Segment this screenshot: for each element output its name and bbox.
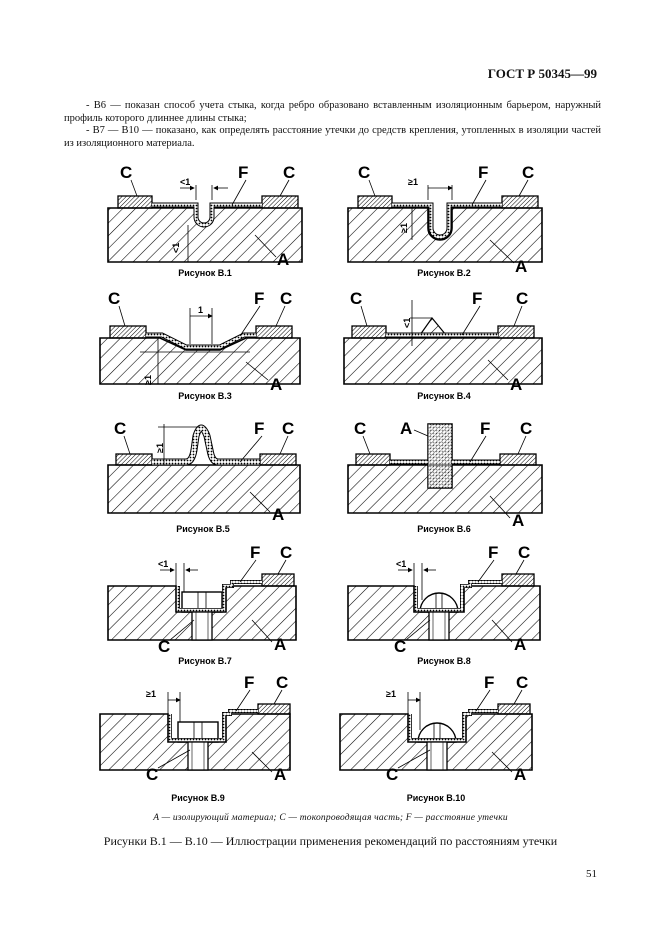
label-c: C <box>158 637 170 656</box>
label-a: A <box>514 635 526 654</box>
figure-b2: ≥1 ≥1 C F C A Рисунок В.2 <box>347 163 543 278</box>
dim-label: <1 <box>180 177 190 187</box>
label-c: C <box>394 637 406 656</box>
dim-label: <1 <box>396 559 406 569</box>
figure-caption: Рисунок В.8 <box>417 656 471 666</box>
label-c: C <box>276 673 288 692</box>
conductive-part <box>117 195 153 209</box>
label-f: F <box>472 289 482 308</box>
figure-b1: <1 <1 C F C A Рисунок В.1 <box>107 163 303 278</box>
label-f: F <box>480 419 490 438</box>
dim-label: 1 <box>198 305 203 315</box>
dim-label: <1 <box>171 243 181 253</box>
label-c: C <box>386 765 398 784</box>
label-f: F <box>254 419 264 438</box>
paragraph-b6: - В6 — показан способ учета стыка, когда… <box>64 100 601 124</box>
label-a: A <box>274 635 286 654</box>
figure-b10: ≥1 F C C A Рисунок В.10 <box>339 673 533 803</box>
dim-label: <1 <box>402 318 412 328</box>
label-c: C <box>114 419 126 438</box>
figures-main-caption: Рисунки В.1 — В.10 — Иллюстрации примене… <box>103 834 558 848</box>
paragraph-b7-b10: - В7 — В10 — показано, как определять ра… <box>64 125 601 149</box>
figure-caption: Рисунок В.4 <box>417 391 471 401</box>
label-c: C <box>518 543 530 562</box>
standard-header: ГОСТ Р 50345—99 <box>487 66 597 81</box>
label-c: C <box>283 163 295 182</box>
label-f: F <box>238 163 248 182</box>
label-c: C <box>280 289 292 308</box>
page-number: 51 <box>586 868 597 880</box>
dim-label: ≥1 <box>386 689 396 699</box>
label-a: A <box>512 511 524 530</box>
figure-caption: Рисунок В.2 <box>417 268 471 278</box>
label-a: A <box>270 375 282 394</box>
label-f: F <box>478 163 488 182</box>
label-a: A <box>400 419 412 438</box>
dim-label: ≥1 <box>146 689 156 699</box>
label-c: C <box>282 419 294 438</box>
label-c: C <box>146 765 158 784</box>
label-c: C <box>516 673 528 692</box>
dim-label: ≥1 <box>408 177 418 187</box>
figure-caption: Рисунок В.10 <box>407 793 466 803</box>
label-c: C <box>350 289 362 308</box>
figure-b9: ≥1 F C C A Рисунок В.9 <box>99 673 291 803</box>
figure-b5: ≥1 C F C A Рисунок В.5 <box>107 419 301 534</box>
label-a: A <box>272 505 284 524</box>
figure-caption: Рисунок В.7 <box>178 656 232 666</box>
figure-caption: Рисунок В.6 <box>417 524 471 534</box>
conductive-part <box>261 195 299 209</box>
label-c: C <box>520 419 532 438</box>
label-c: C <box>108 289 120 308</box>
label-a: A <box>277 250 289 269</box>
figure-b6: C A F C A Рисунок В.6 <box>347 419 543 534</box>
dim-label: ≥1 <box>143 375 153 385</box>
label-a: A <box>515 257 527 276</box>
figure-b4: <1 C F C A Рисунок В.4 <box>343 289 543 401</box>
label-f: F <box>250 543 260 562</box>
figure-b8: <1 F C C A Рисунок В.8 <box>347 543 541 666</box>
figure-caption: Рисунок В.1 <box>178 268 232 278</box>
figure-b7: <1 F C C A Рисунок В.7 <box>107 543 297 666</box>
label-c: C <box>354 419 366 438</box>
figure-caption: Рисунок В.9 <box>171 793 225 803</box>
label-f: F <box>488 543 498 562</box>
dim-label: <1 <box>158 559 168 569</box>
figure-caption: Рисунок В.3 <box>178 391 232 401</box>
label-c: C <box>522 163 534 182</box>
label-f: F <box>484 673 494 692</box>
label-c: C <box>516 289 528 308</box>
dim-label: ≥1 <box>155 443 165 453</box>
label-a: A <box>510 375 522 394</box>
label-a: A <box>514 765 526 784</box>
label-c: C <box>280 543 292 562</box>
label-a: A <box>274 765 286 784</box>
dim-label: ≥1 <box>399 223 409 233</box>
label-f: F <box>254 289 264 308</box>
figure-caption: Рисунок В.5 <box>176 524 230 534</box>
figure-legend: A — изолирующий материал; C — токопровод… <box>153 813 508 823</box>
label-f: F <box>244 673 254 692</box>
label-c: C <box>358 163 370 182</box>
figure-b3: 1 ≥1 C F C A Рисунок В.3 <box>99 289 301 401</box>
label-c: C <box>120 163 132 182</box>
